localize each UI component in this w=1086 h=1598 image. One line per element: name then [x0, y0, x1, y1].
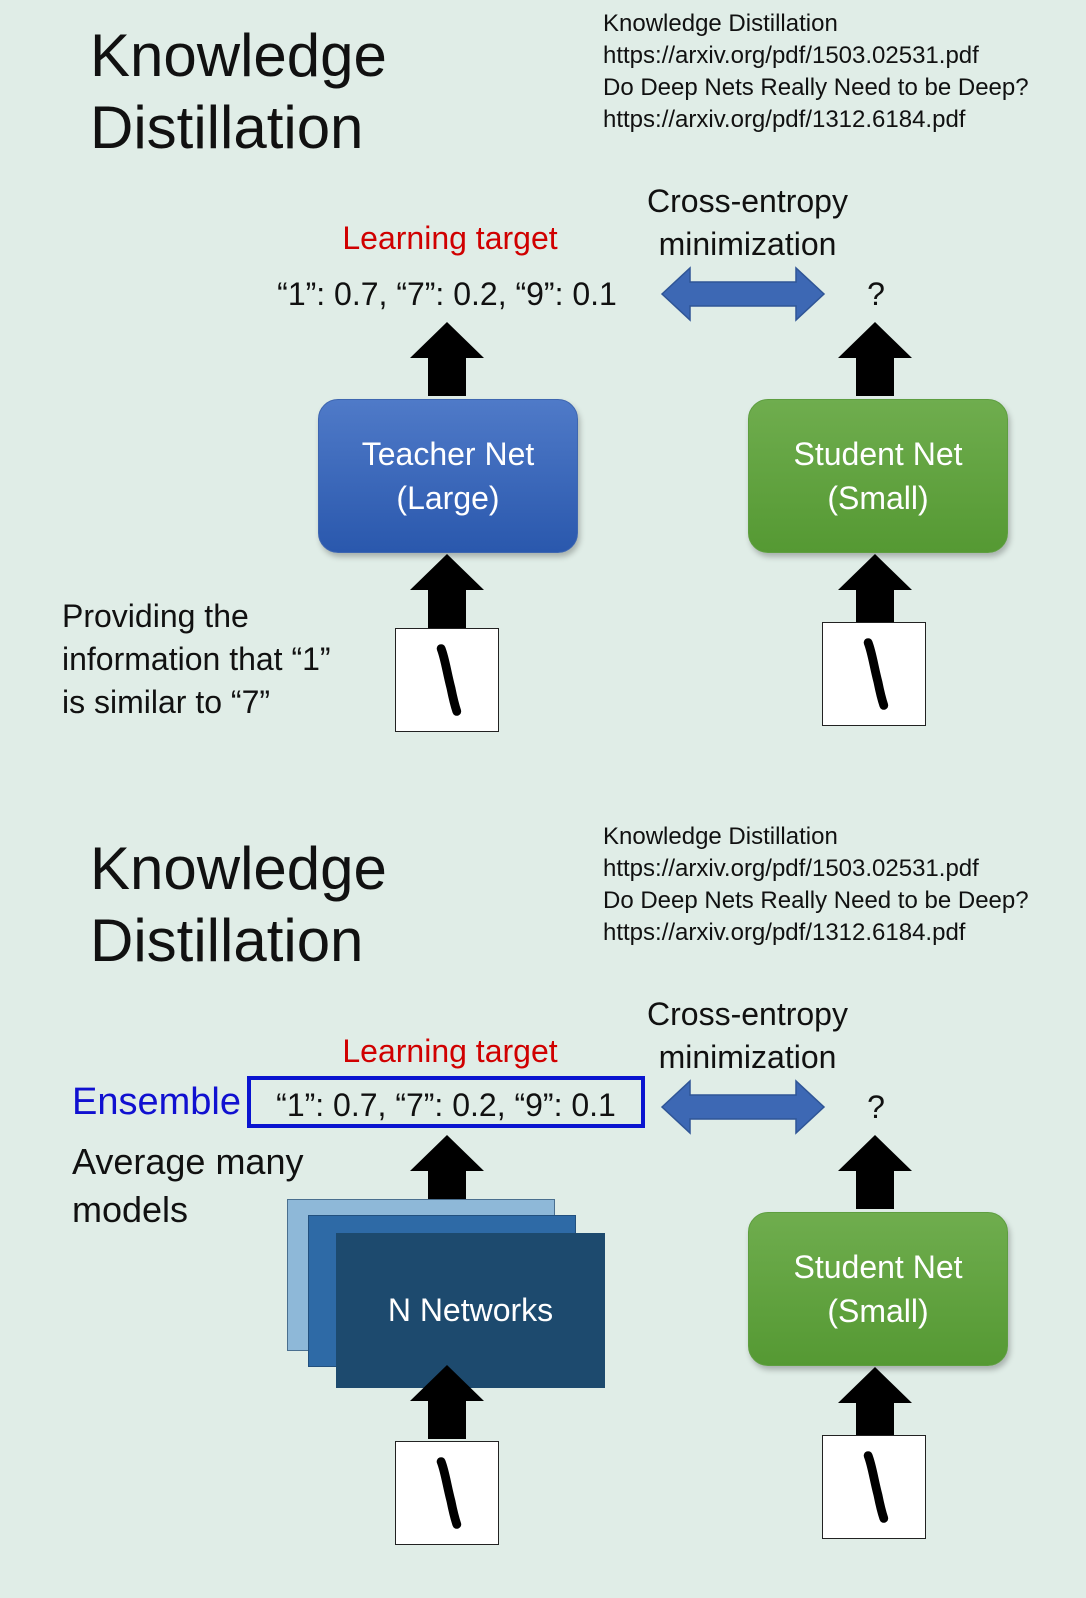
- reference-line: Knowledge Distillation: [603, 10, 838, 37]
- cross-entropy-line-2: minimization: [658, 226, 837, 262]
- reference-link[interactable]: https://arxiv.org/pdf/1503.02531.pdf: [603, 42, 979, 69]
- student-net-size: (Small): [827, 480, 929, 516]
- up-arrow-icon: [838, 1135, 912, 1209]
- references: Knowledge Distillation https://arxiv.org…: [603, 821, 1073, 949]
- student-net-label: Student Net: [793, 1249, 963, 1285]
- slide-title: Knowledge Distillation: [90, 20, 510, 164]
- cross-entropy-label: Cross-entropy minimization: [620, 180, 875, 266]
- up-arrow-icon: [838, 1367, 912, 1441]
- teacher-net-box: Teacher Net (Large): [318, 399, 578, 553]
- double-headed-arrow-icon: [660, 266, 826, 322]
- reference-link[interactable]: https://arxiv.org/pdf/1503.02531.pdf: [603, 855, 979, 882]
- handwritten-digit-one-image: [822, 622, 926, 726]
- reference-line: Knowledge Distillation: [603, 823, 838, 850]
- average-models-label: Average many models: [72, 1138, 332, 1234]
- hint-line: information that “1”: [62, 641, 331, 677]
- student-net-label: Student Net: [793, 436, 963, 472]
- learning-target-label: Learning target: [342, 1033, 558, 1069]
- cross-entropy-line-1: Cross-entropy: [647, 996, 848, 1032]
- cross-entropy-line-1: Cross-entropy: [647, 183, 848, 219]
- up-arrow-icon: [838, 322, 912, 396]
- slide-title: Knowledge Distillation: [90, 833, 510, 977]
- n-networks-label: N Networks: [387, 1292, 554, 1328]
- handwritten-digit-one-image: [395, 628, 499, 732]
- hint-text: Providing the information that “1” is si…: [62, 595, 392, 724]
- hint-line: Providing the: [62, 598, 249, 634]
- title-line-2: Distillation: [90, 94, 364, 161]
- up-arrow-icon: [410, 1365, 484, 1439]
- hint-line: is similar to “7”: [62, 684, 271, 720]
- title-line-1: Knowledge: [90, 835, 387, 902]
- references: Knowledge Distillation https://arxiv.org…: [603, 8, 1073, 136]
- up-arrow-icon: [410, 322, 484, 396]
- n-networks-box: N Networks: [336, 1233, 605, 1388]
- up-arrow-icon: [410, 554, 484, 628]
- student-net-size: (Small): [827, 1293, 929, 1329]
- panel-ensemble-student: Knowledge Distillation Knowledge Distill…: [0, 813, 1086, 1598]
- teacher-net-size: (Large): [396, 480, 500, 516]
- learning-target-label: Learning target: [342, 220, 558, 256]
- target-distribution: “1”: 0.7, “7”: 0.2, “9”: 0.1: [277, 276, 617, 312]
- student-output: ?: [867, 276, 885, 312]
- cross-entropy-line-2: minimization: [658, 1039, 837, 1075]
- target-distribution-boxed: “1”: 0.7, “7”: 0.2, “9”: 0.1: [247, 1076, 645, 1128]
- title-line-1: Knowledge: [90, 22, 387, 89]
- teacher-net-label: Teacher Net: [361, 436, 535, 472]
- average-line-1: Average many: [72, 1141, 304, 1182]
- reference-line: Do Deep Nets Really Need to be Deep?: [603, 74, 1029, 101]
- reference-link[interactable]: https://arxiv.org/pdf/1312.6184.pdf: [603, 919, 966, 946]
- handwritten-digit-one-image: [395, 1441, 499, 1545]
- ensemble-label: Ensemble: [72, 1081, 241, 1123]
- reference-link[interactable]: https://arxiv.org/pdf/1312.6184.pdf: [603, 106, 966, 133]
- student-output: ?: [867, 1089, 885, 1125]
- cross-entropy-label: Cross-entropy minimization: [620, 993, 875, 1079]
- up-arrow-icon: [410, 1135, 484, 1209]
- title-line-2: Distillation: [90, 907, 364, 974]
- student-net-box: Student Net (Small): [748, 1212, 1008, 1366]
- reference-line: Do Deep Nets Really Need to be Deep?: [603, 887, 1029, 914]
- double-headed-arrow-icon: [660, 1079, 826, 1135]
- up-arrow-icon: [838, 554, 912, 628]
- average-line-2: models: [72, 1189, 189, 1230]
- handwritten-digit-one-image: [822, 1435, 926, 1539]
- student-net-box: Student Net (Small): [748, 399, 1008, 553]
- panel-teacher-student: Knowledge Distillation Knowledge Distill…: [0, 0, 1086, 785]
